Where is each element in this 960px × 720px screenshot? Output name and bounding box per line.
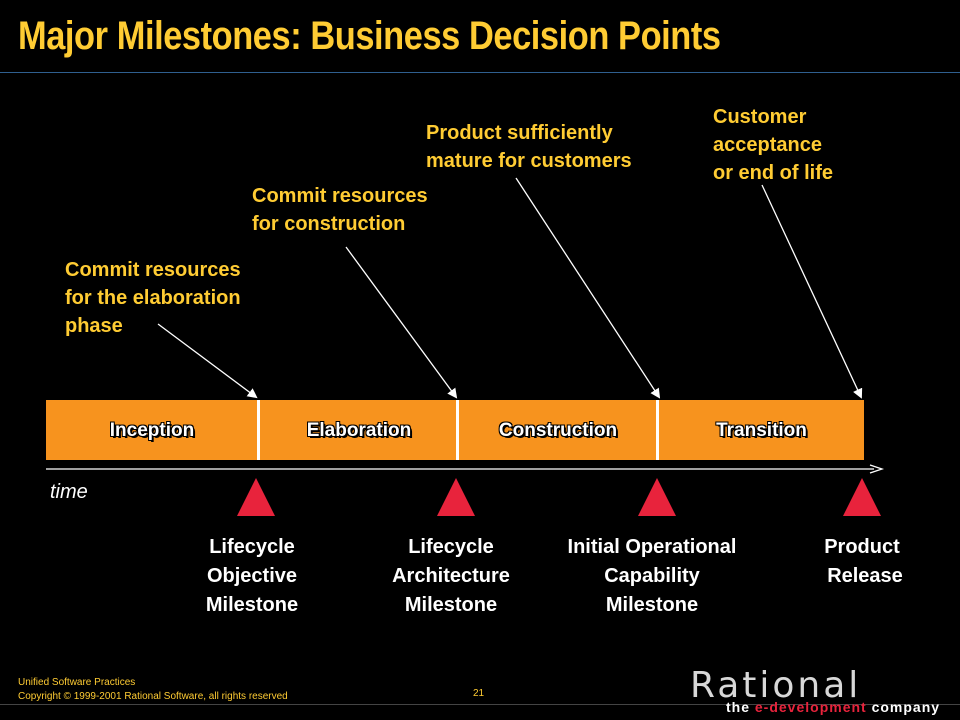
milestone-line: Architecture [392,565,510,587]
footer-divider [0,704,960,705]
phase-inception: Inception [109,420,195,441]
rational-logo: Rational the e-development company [690,665,939,718]
title-divider [0,72,960,73]
decision-acceptance: Customer acceptance or end of life [713,103,833,187]
decision-line: Commit resources [252,185,428,207]
milestone-line: Milestone [205,594,299,616]
footer-line: Copyright © 1999-2001 Rational Software,… [18,691,288,702]
milestone-marker-lca [437,478,475,516]
decision-line: Product sufficiently [426,122,613,144]
arrow-acceptance [761,184,863,399]
footer-copyright: Unified Software Practices Copyright © 1… [18,676,288,704]
milestone-line: Milestone [404,594,498,616]
phase-divider [257,400,260,460]
milestone-lca: Lifecycle Architecture Milestone [351,533,551,620]
milestone-line: Milestone [605,594,699,616]
decision-mature: Product sufficiently mature for customer… [426,119,632,175]
decision-elaboration: Commit resources for the elaboration pha… [65,256,241,340]
page-number: 21 [473,688,485,699]
phase-bar: Inception Elaboration Construction Trans… [46,400,864,460]
decision-construction: Commit resources for construction [252,182,428,238]
milestone-release: Product Release [762,533,960,591]
milestone-marker-ioc [638,478,676,516]
logo-tagline: the e-development company [726,699,941,715]
milestone-line: Capability [604,565,700,587]
decision-line: for the elaboration [65,287,241,309]
decision-line: phase [65,315,123,337]
decision-line: or end of life [713,162,833,184]
milestone-marker-release [843,478,881,516]
milestone-ioc: Initial Operational Capability Milestone [552,533,752,620]
time-axis [46,464,885,474]
milestone-line: Objective [206,565,298,587]
phase-divider [456,400,459,460]
milestone-line: Lifecycle [408,536,494,558]
time-label: time [50,481,88,503]
footer-line: Unified Software Practices [18,677,136,688]
decision-line: mature for customers [426,150,632,172]
milestone-line: Release [827,565,903,587]
milestone-line: Lifecycle [209,536,295,558]
arrow-elaboration [157,323,258,399]
decision-line: Customer [713,106,807,128]
phase-construction: Construction [498,420,618,441]
slide-title: Major Milestones: Business Decision Poin… [18,14,721,58]
milestone-marker-lco [237,478,275,516]
phase-transition: Transition [716,420,807,441]
phase-divider [656,400,659,460]
phase-elaboration: Elaboration [306,420,412,441]
milestone-line: Initial Operational [567,536,737,558]
arrow-mature [515,177,661,399]
decision-line: acceptance [713,134,822,156]
arrow-construction [345,246,458,399]
milestone-line: Product [824,536,900,558]
decision-line: Commit resources [65,259,241,281]
milestone-lco: Lifecycle Objective Milestone [152,533,352,620]
decision-line: for construction [252,213,406,235]
logo-wordmark: Rational [690,665,862,706]
